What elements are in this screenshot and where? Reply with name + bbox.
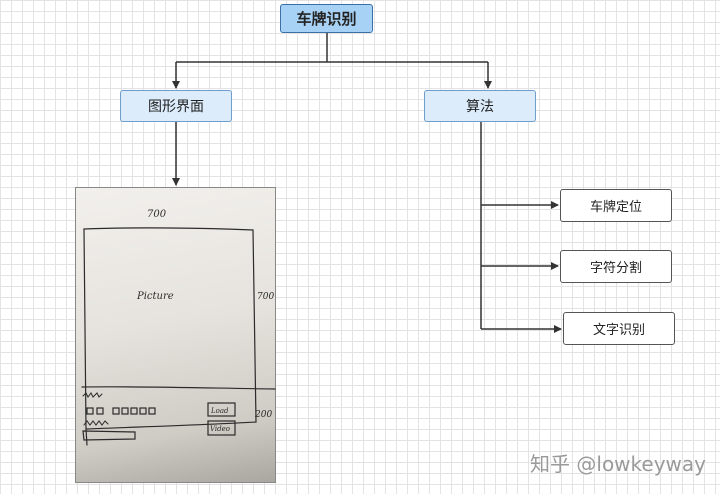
sketch-char-box bbox=[86, 407, 94, 415]
root-node-label: 车牌识别 bbox=[296, 10, 357, 28]
sketch-scribble-text bbox=[82, 392, 103, 398]
connector-root-split bbox=[176, 33, 488, 63]
sketch-load-button bbox=[207, 402, 236, 417]
sketch-char-box bbox=[121, 407, 129, 415]
root-node: 车牌识别 bbox=[280, 4, 373, 33]
sketch-video-button bbox=[207, 420, 236, 436]
ui-sketch-photo: 700 Picture 700 200 Load Video bbox=[75, 187, 276, 483]
sketch-scribble-text bbox=[83, 420, 109, 426]
gui-node: 图形界面 bbox=[120, 90, 232, 122]
sketch-divider bbox=[81, 386, 276, 390]
sketch-text-field bbox=[82, 430, 136, 441]
sketch-left-edge bbox=[85, 428, 88, 446]
char-segment-node: 字符分割 bbox=[560, 250, 672, 283]
sketch-outer-frame bbox=[83, 227, 257, 430]
gui-node-label: 图形界面 bbox=[148, 99, 204, 115]
sketch-char-box bbox=[139, 407, 147, 415]
watermark: 知乎 @lowkeyway bbox=[530, 452, 706, 476]
plate-locate-label: 车牌定位 bbox=[589, 200, 642, 215]
algorithm-node: 算法 bbox=[424, 90, 536, 122]
plate-locate-node: 车牌定位 bbox=[560, 189, 672, 222]
sketch-char-box bbox=[112, 407, 120, 415]
sketch-video-label: Video bbox=[210, 425, 230, 433]
sketch-drawing: 700 Picture 700 200 Load Video bbox=[81, 209, 276, 446]
sketch-char-box bbox=[148, 407, 156, 415]
algorithm-node-label: 算法 bbox=[466, 99, 494, 115]
sketch-load-label: Load bbox=[210, 407, 229, 415]
sketch-char-box bbox=[130, 407, 138, 415]
sketch-height-bottom-label: 200 bbox=[254, 410, 272, 420]
sketch-width-label: 700 bbox=[147, 209, 167, 220]
sketch-char-box bbox=[96, 407, 104, 415]
char-segment-label: 字符分割 bbox=[589, 261, 642, 276]
sketch-height-top-label: 700 bbox=[257, 292, 274, 302]
sketch-picture-label: Picture bbox=[136, 291, 174, 302]
text-recognize-label: 文字识别 bbox=[592, 323, 645, 338]
text-recognize-node: 文字识别 bbox=[563, 312, 675, 345]
